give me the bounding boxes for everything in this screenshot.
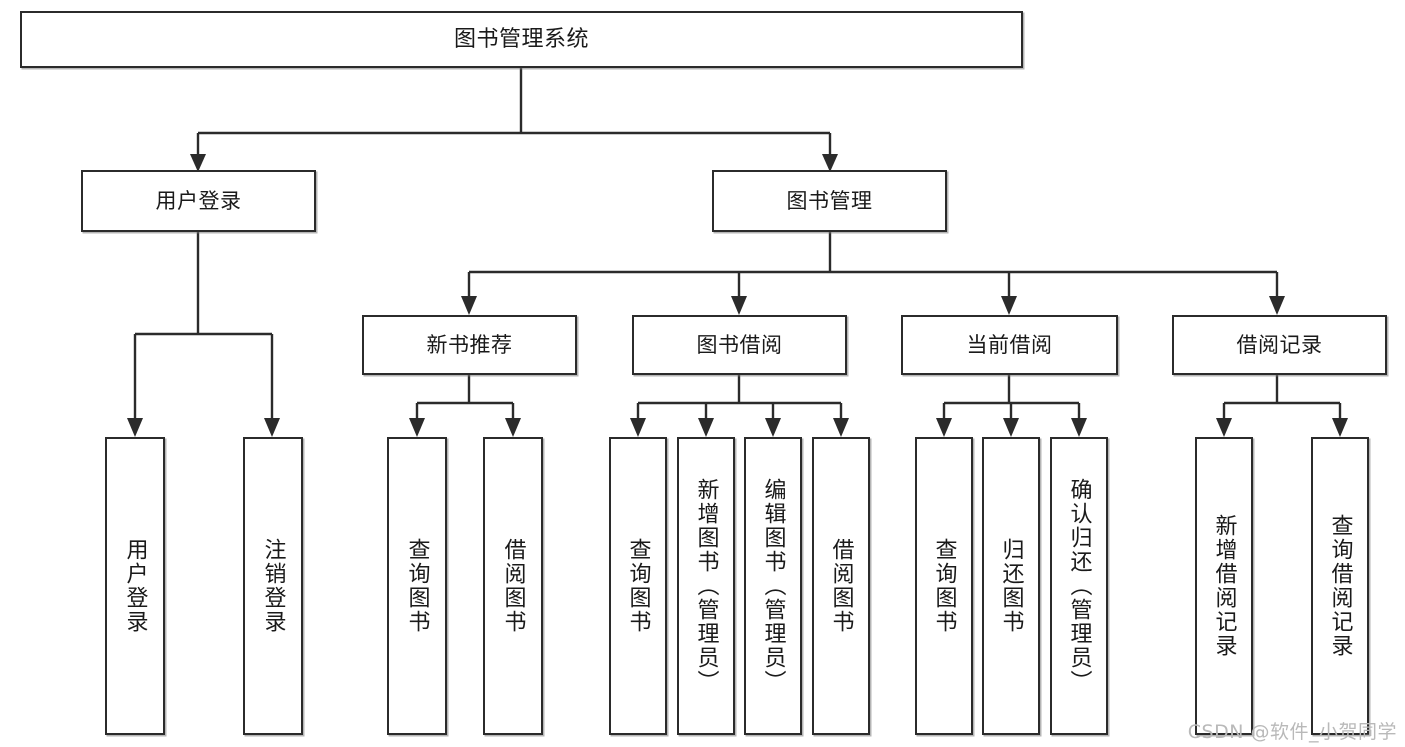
csdn-watermark: CSDN @软件_小贺同学 — [1187, 721, 1397, 743]
leaf-book-borrow-edit-book[interactable]: 编辑图书（管理员） — [744, 437, 802, 735]
arrow-user-login-leaf1 — [127, 418, 143, 437]
node-book-borrow[interactable]: 图书借阅 — [632, 315, 847, 375]
node-label: 借阅图书 — [828, 538, 854, 634]
arrow-book-borrow-leaf4 — [833, 418, 849, 437]
node-label: 新书推荐 — [426, 332, 513, 357]
node-root-system[interactable]: 图书管理系统 — [20, 11, 1023, 68]
arrow-current-borrow-leaf2 — [1003, 418, 1019, 437]
arrow-book-borrow-leaf2 — [698, 418, 714, 437]
node-label: 查询图书 — [404, 538, 430, 634]
node-user-login[interactable]: 用户登录 — [81, 170, 316, 232]
leaf-book-borrow-query-book[interactable]: 查询图书 — [609, 437, 667, 735]
leaf-book-borrow-add-book[interactable]: 新增图书（管理员） — [677, 437, 735, 735]
arrow-new-book-leaf1 — [409, 418, 425, 437]
node-book-manage[interactable]: 图书管理 — [712, 170, 947, 232]
leaf-current-borrow-confirm-return[interactable]: 确认归还（管理员） — [1050, 437, 1108, 735]
node-label: 用户登录 — [155, 188, 242, 213]
arrow-new-book-leaf2 — [505, 418, 521, 437]
node-label: 新增图书（管理员） — [693, 478, 719, 694]
node-label: 图书管理 — [786, 188, 873, 213]
arrow-to-book-borrow — [731, 296, 747, 315]
node-label: 当前借阅 — [966, 332, 1053, 357]
leaf-new-book-query-book[interactable]: 查询图书 — [387, 437, 447, 735]
node-label: 查询图书 — [931, 538, 957, 634]
node-new-book-recommend[interactable]: 新书推荐 — [362, 315, 577, 375]
arrow-current-borrow-leaf3 — [1071, 418, 1087, 437]
leaf-current-borrow-return-book[interactable]: 归还图书 — [982, 437, 1040, 735]
arrow-borrow-record-leaf1 — [1216, 418, 1232, 437]
arrow-borrow-record-leaf2 — [1332, 418, 1348, 437]
leaf-user-login-login[interactable]: 用户登录 — [105, 437, 165, 735]
node-label: 查询图书 — [625, 538, 651, 634]
leaf-borrow-record-add-record[interactable]: 新增借阅记录 — [1195, 437, 1253, 735]
arrow-book-borrow-leaf3 — [765, 418, 781, 437]
arrow-book-borrow-leaf1 — [630, 418, 646, 437]
node-current-borrow[interactable]: 当前借阅 — [901, 315, 1118, 375]
arrow-to-borrow-record — [1269, 296, 1285, 315]
node-label: 确认归还（管理员） — [1066, 478, 1092, 694]
arrow-current-borrow-leaf1 — [936, 418, 952, 437]
leaf-borrow-record-query-record[interactable]: 查询借阅记录 — [1311, 437, 1369, 735]
node-label: 注销登录 — [260, 538, 286, 634]
arrow-user-login-leaf2 — [264, 418, 280, 437]
node-label: 用户登录 — [122, 538, 148, 634]
leaf-current-borrow-query-book[interactable]: 查询图书 — [915, 437, 973, 735]
leaf-new-book-borrow-book[interactable]: 借阅图书 — [483, 437, 543, 735]
leaf-user-login-logout[interactable]: 注销登录 — [243, 437, 303, 735]
node-label: 编辑图书（管理员） — [760, 478, 786, 694]
node-label: 查询借阅记录 — [1327, 514, 1353, 658]
arrow-to-current-borrow — [1001, 296, 1017, 315]
node-label: 新增借阅记录 — [1211, 514, 1237, 658]
node-label: 借阅图书 — [500, 538, 526, 634]
node-label: 图书借阅 — [696, 332, 783, 357]
node-label: 借阅记录 — [1236, 332, 1323, 357]
node-label: 图书管理系统 — [453, 26, 589, 52]
leaf-book-borrow-borrow-book[interactable]: 借阅图书 — [812, 437, 870, 735]
arrow-to-new-book — [461, 296, 477, 315]
node-borrow-record[interactable]: 借阅记录 — [1172, 315, 1387, 375]
node-label: 归还图书 — [998, 538, 1024, 634]
